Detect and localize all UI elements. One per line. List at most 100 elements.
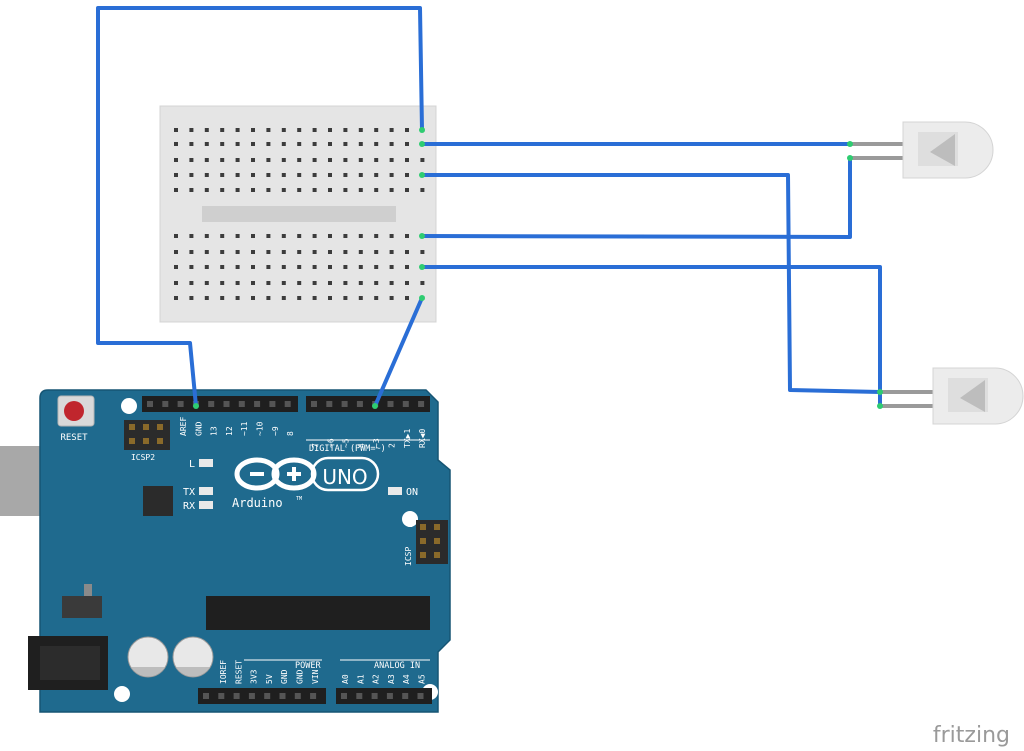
wire-breadboard-to-led2-anode bbox=[420, 173, 882, 394]
breadboard-hole bbox=[266, 188, 271, 192]
breadboard-hole bbox=[281, 281, 286, 285]
pin-label: A2 bbox=[372, 674, 381, 684]
header-pin bbox=[162, 401, 169, 407]
breadboard-hole bbox=[251, 234, 255, 238]
pin-label: GND bbox=[194, 421, 203, 436]
breadboard-hole bbox=[220, 281, 225, 285]
wire-breadboard-to-led1-cathode bbox=[420, 156, 852, 239]
breadboard-hole bbox=[312, 234, 317, 238]
breadboard-hole bbox=[204, 158, 209, 162]
breadboard-hole bbox=[174, 296, 178, 300]
header-pin bbox=[233, 693, 240, 699]
header-pin bbox=[284, 401, 291, 407]
header-pin bbox=[238, 401, 245, 407]
breadboard-hole bbox=[204, 173, 209, 177]
breadboard-hole bbox=[420, 188, 425, 192]
header-pin bbox=[223, 401, 230, 407]
breadboard-hole bbox=[389, 173, 394, 177]
breadboard-hole bbox=[220, 188, 225, 192]
breadboard-hole bbox=[405, 265, 409, 269]
breadboard-hole bbox=[235, 265, 240, 269]
pin-label: 13 bbox=[210, 426, 219, 436]
breadboard-hole bbox=[328, 296, 332, 300]
breadboard-hole bbox=[174, 173, 178, 177]
breadboard-hole bbox=[204, 296, 209, 300]
breadboard-hole bbox=[220, 250, 225, 254]
breadboard-hole bbox=[174, 128, 178, 132]
capacitor bbox=[127, 636, 169, 678]
mounting-hole bbox=[121, 398, 137, 414]
breadboard-hole bbox=[420, 158, 425, 162]
pin-label: GND bbox=[280, 669, 289, 684]
breadboard-hole bbox=[343, 158, 348, 162]
breadboard-hole bbox=[251, 250, 255, 254]
reset-button[interactable] bbox=[57, 395, 95, 427]
uno-badge bbox=[310, 456, 380, 492]
led-rx bbox=[199, 501, 213, 509]
breadboard-hole bbox=[204, 128, 209, 132]
breadboard-hole bbox=[312, 188, 317, 192]
header-pin bbox=[279, 693, 286, 699]
pin-label: 4 bbox=[357, 443, 366, 448]
breadboard-hole bbox=[220, 265, 225, 269]
breadboard-hole bbox=[235, 173, 240, 177]
analog-label: ANALOG IN bbox=[374, 661, 420, 671]
breadboard-hole bbox=[297, 234, 302, 238]
header-pin bbox=[269, 401, 276, 407]
breadboard-hole bbox=[235, 128, 240, 132]
breadboard-hole bbox=[204, 265, 209, 269]
breadboard-hole bbox=[328, 173, 332, 177]
breadboard-hole bbox=[312, 158, 317, 162]
atmega328-chip bbox=[206, 596, 430, 630]
breadboard-hole bbox=[358, 128, 363, 132]
breadboard-hole bbox=[420, 250, 425, 254]
breadboard-hole bbox=[405, 188, 409, 192]
breadboard-hole bbox=[266, 265, 271, 269]
led-on bbox=[388, 487, 402, 495]
breadboard-hole bbox=[343, 128, 348, 132]
logo-trademark: TM bbox=[296, 496, 302, 502]
fritzing-watermark: fritzing bbox=[933, 723, 1010, 748]
header-pin bbox=[371, 693, 378, 699]
icsp-label: ICSP bbox=[404, 547, 413, 566]
wire-gnd-to-breadboard bbox=[96, 6, 424, 408]
header-pin bbox=[418, 401, 425, 407]
breadboard-hole bbox=[405, 234, 409, 238]
breadboard-hole bbox=[189, 173, 194, 177]
reset-button-cap[interactable] bbox=[64, 401, 84, 421]
breadboard-hole bbox=[343, 142, 348, 146]
header-pin bbox=[341, 693, 347, 699]
arduino-uno-board: RESET ICSP2 L TX bbox=[0, 389, 451, 713]
header-pin bbox=[248, 693, 255, 699]
breadboard-hole bbox=[312, 173, 317, 177]
breadboard-hole bbox=[174, 158, 178, 162]
pin-label: ~11 bbox=[240, 421, 249, 436]
pin-label: 12 bbox=[225, 426, 234, 436]
breadboard-hole bbox=[189, 142, 194, 146]
breadboard-hole bbox=[374, 265, 379, 269]
breadboard-hole bbox=[405, 128, 409, 132]
pin-label: 5V bbox=[265, 674, 274, 684]
header-pin bbox=[264, 693, 271, 699]
breadboard-hole bbox=[281, 188, 286, 192]
pin-label: A3 bbox=[387, 674, 396, 684]
breadboard-hole bbox=[405, 142, 409, 146]
breadboard-hole bbox=[281, 296, 286, 300]
pin-label: 8 bbox=[286, 431, 295, 436]
breadboard-hole bbox=[266, 234, 271, 238]
breadboard-hole bbox=[174, 281, 178, 285]
header-pin bbox=[417, 693, 424, 699]
breadboard-hole bbox=[297, 173, 302, 177]
pin-label: A1 bbox=[356, 674, 365, 684]
icsp2-label: ICSP2 bbox=[131, 453, 155, 462]
pin-label: IOREF bbox=[219, 660, 228, 684]
breadboard-hole bbox=[297, 158, 302, 162]
digital-label: DIGITAL (PWM=~) bbox=[309, 444, 386, 454]
breadboard-hole bbox=[174, 250, 178, 254]
header-pin bbox=[402, 693, 409, 699]
breadboard-hole bbox=[420, 281, 425, 285]
breadboard-hole bbox=[328, 265, 332, 269]
breadboard-hole bbox=[204, 234, 209, 238]
breadboard-hole bbox=[189, 281, 194, 285]
